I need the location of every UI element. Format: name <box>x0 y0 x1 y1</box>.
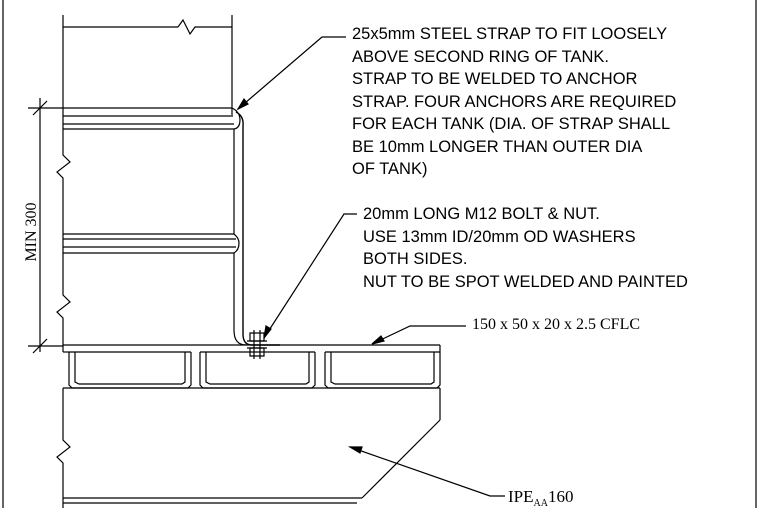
purlin-3-inner <box>331 352 434 384</box>
strap-note-line-7: OF TANK) <box>352 160 428 178</box>
dimension-tick-bottom <box>33 339 47 353</box>
strap-note-line-2: ABOVE SECOND RING OF TANK. <box>352 47 610 66</box>
ring-1-bulge <box>232 108 240 129</box>
strap-note: 25x5mm STEEL STRAP TO FIT LOOSELY ABOVE … <box>352 23 676 181</box>
strap-note-line-3: STRAP TO BE WELDED TO ANCHOR <box>352 70 638 88</box>
strap-leader <box>238 37 346 109</box>
cflc-purlins <box>63 345 440 388</box>
bolt-leader <box>264 214 357 338</box>
ipe-leader <box>350 447 505 496</box>
leaders <box>238 37 505 496</box>
tank-top-break-mark <box>178 20 232 34</box>
purlin-2-inner <box>206 352 309 384</box>
bolt-note-line-2: USE 13mm ID/20mm OD WASHERS <box>363 227 636 246</box>
strap-note-line-4: STRAP. FOUR ANCHORS ARE REQUIRED <box>352 92 677 111</box>
ipe-beam <box>57 388 440 508</box>
cflc-leader <box>372 326 466 344</box>
ring-2-bulge <box>234 234 239 253</box>
tank-wall-lower <box>234 253 246 345</box>
ipe-leader-arrow <box>350 447 362 453</box>
dimension-tick-top <box>33 101 47 115</box>
strap-note-line-6: BE 10mm LONGER THAN OUTER DIA <box>352 137 643 156</box>
cflc-leader-arrow <box>372 336 384 344</box>
ipe-label-sub: AA <box>533 498 548 509</box>
beam-left-break <box>57 388 70 508</box>
tank-wall <box>57 15 246 345</box>
purlin-1 <box>69 352 191 388</box>
cflc-label: 150 x 50 x 20 x 2.5 CFLC <box>472 316 641 333</box>
bolt-leader-arrow <box>264 326 271 338</box>
bolt-and-nut <box>247 330 267 359</box>
ipe-label-main: IPE <box>508 487 534 506</box>
bolt-note-line-1: 20mm LONG M12 BOLT & NUT. <box>363 205 600 223</box>
strap-leader-arrow <box>238 99 248 109</box>
ipe-label: IPEAA160 <box>508 487 573 509</box>
bolt-head <box>250 333 264 341</box>
tank-wall-left-edge <box>57 15 70 345</box>
beam-diagonal-edge <box>362 420 440 498</box>
strap-note-line-1: 25x5mm STEEL STRAP TO FIT LOOSELY <box>352 25 668 43</box>
min-dimension-label: MIN 300 <box>23 202 40 262</box>
bolt-note-line-4: NUT TO BE SPOT WELDED AND PAINTED <box>363 272 688 291</box>
steel-strap <box>236 112 280 345</box>
purlin-2 <box>200 352 315 388</box>
min-300-dimension <box>28 98 63 353</box>
purlin-1-inner <box>75 352 185 384</box>
purlin-3 <box>325 352 440 388</box>
strap-note-line-5: FOR EACH TANK (DIA. OF STRAP SHALL <box>352 115 671 133</box>
bolt-note: 20mm LONG M12 BOLT & NUT. USE 13mm ID/20… <box>363 203 688 293</box>
ipe-label-size: 160 <box>547 487 574 506</box>
bolt-note-line-3: BOTH SIDES. <box>363 250 468 268</box>
